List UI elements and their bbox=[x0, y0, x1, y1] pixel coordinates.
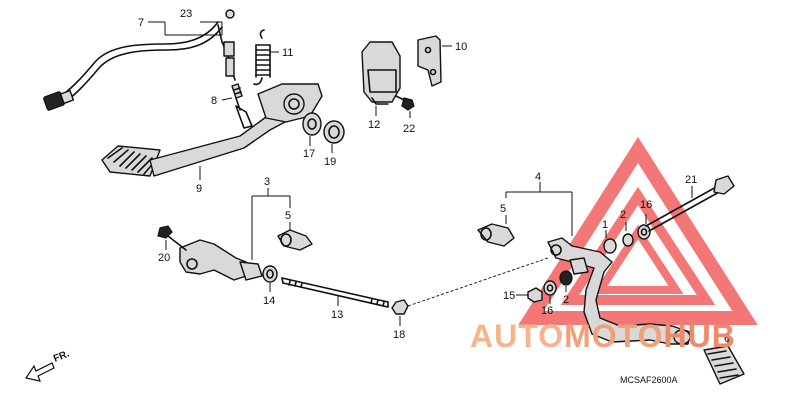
collar-14 bbox=[262, 265, 278, 283]
callout-18: 18 bbox=[393, 329, 405, 341]
front-direction-arrow-icon bbox=[25, 362, 55, 382]
washer-16-upper bbox=[637, 224, 651, 240]
dust-seal-1 bbox=[603, 238, 617, 254]
brake-light-switch bbox=[231, 83, 243, 111]
brake-switch-harness bbox=[43, 9, 236, 111]
callout-4: 4 bbox=[535, 171, 541, 183]
callout-23: 23 bbox=[180, 8, 192, 20]
callout-7: 7 bbox=[138, 17, 144, 29]
rod-joint-right bbox=[477, 223, 515, 247]
callout-4-bracket bbox=[505, 182, 573, 236]
callout-14: 14 bbox=[263, 295, 275, 307]
collar-2-lower bbox=[559, 270, 573, 286]
callout-21: 21 bbox=[685, 174, 697, 186]
drawing-code: MCSAF2600A bbox=[620, 375, 678, 385]
pivot-nut bbox=[323, 120, 345, 144]
shift-rod bbox=[281, 277, 389, 308]
rod-joint-left bbox=[277, 229, 313, 251]
gearshift-pedal bbox=[547, 237, 691, 345]
callout-2-lower: 2 bbox=[563, 294, 569, 306]
callout-11: 11 bbox=[282, 47, 293, 59]
return-spring bbox=[253, 29, 271, 86]
callout-8: 8 bbox=[211, 95, 217, 107]
callout-16-upper: 16 bbox=[640, 199, 652, 211]
callout-1: 1 bbox=[602, 219, 608, 231]
watermark-brand-text: AUTOMOTOHUB bbox=[470, 316, 736, 356]
callout-5-left: 5 bbox=[285, 210, 291, 222]
nut-18 bbox=[391, 299, 409, 315]
callout-2-upper: 2 bbox=[620, 209, 626, 221]
nut-15 bbox=[527, 287, 543, 303]
callout-9: 9 bbox=[196, 183, 202, 195]
callout-16-lower: 16 bbox=[541, 305, 553, 317]
rear-brake-pedal bbox=[101, 83, 323, 177]
callout-10: 10 bbox=[455, 41, 467, 53]
washer-16-lower bbox=[543, 280, 557, 296]
watermark-auto: AUTO bbox=[470, 318, 565, 354]
pedal-bracket-plate bbox=[417, 35, 442, 87]
brake-rod-lever bbox=[179, 239, 263, 281]
callout-15: 15 bbox=[503, 290, 515, 302]
callout-20: 20 bbox=[158, 252, 170, 264]
callout-3-bracket bbox=[251, 188, 291, 260]
pivot-washer bbox=[302, 112, 322, 136]
callout-3: 3 bbox=[264, 176, 270, 188]
callout-13: 13 bbox=[331, 309, 343, 321]
shift-rubber-6 bbox=[703, 345, 745, 385]
watermark-moto: MOTO bbox=[564, 318, 664, 354]
assembly-guide-line bbox=[407, 257, 549, 307]
callout-5-right: 5 bbox=[500, 203, 506, 215]
callout-12: 12 bbox=[368, 119, 380, 131]
callout-22: 22 bbox=[403, 123, 415, 135]
pivot-bolt bbox=[645, 175, 735, 232]
front-direction-label: FR. bbox=[52, 348, 71, 364]
brake-rod-bolt-20 bbox=[157, 225, 187, 251]
flange-bolt bbox=[395, 95, 415, 111]
callout-6: 6 bbox=[724, 333, 730, 345]
collar-2-upper bbox=[622, 233, 634, 247]
watermark-hub: HUB bbox=[663, 318, 736, 354]
callout-7-leader bbox=[148, 21, 223, 36]
callout-17: 17 bbox=[303, 148, 315, 160]
callout-19: 19 bbox=[324, 156, 336, 168]
master-cylinder-cover bbox=[361, 41, 401, 105]
